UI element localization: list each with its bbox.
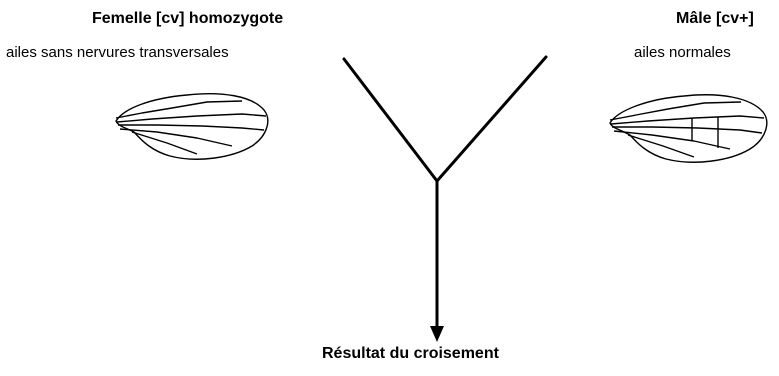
- female-phenotype: ailes sans nervures transversales: [6, 44, 229, 61]
- female-branch-line: [342, 57, 439, 183]
- male-branch-line: [435, 55, 548, 183]
- male-phenotype: ailes normales: [634, 44, 731, 61]
- female-wing-image: [115, 92, 269, 160]
- male-wing-image: [609, 94, 768, 163]
- male-title: Mâle [cv+]: [676, 10, 754, 27]
- female-title: Femelle [cv] homozygote: [92, 10, 284, 27]
- result-arrowhead-icon: [430, 326, 444, 342]
- cross-result-label: Résultat du croisement: [322, 345, 499, 362]
